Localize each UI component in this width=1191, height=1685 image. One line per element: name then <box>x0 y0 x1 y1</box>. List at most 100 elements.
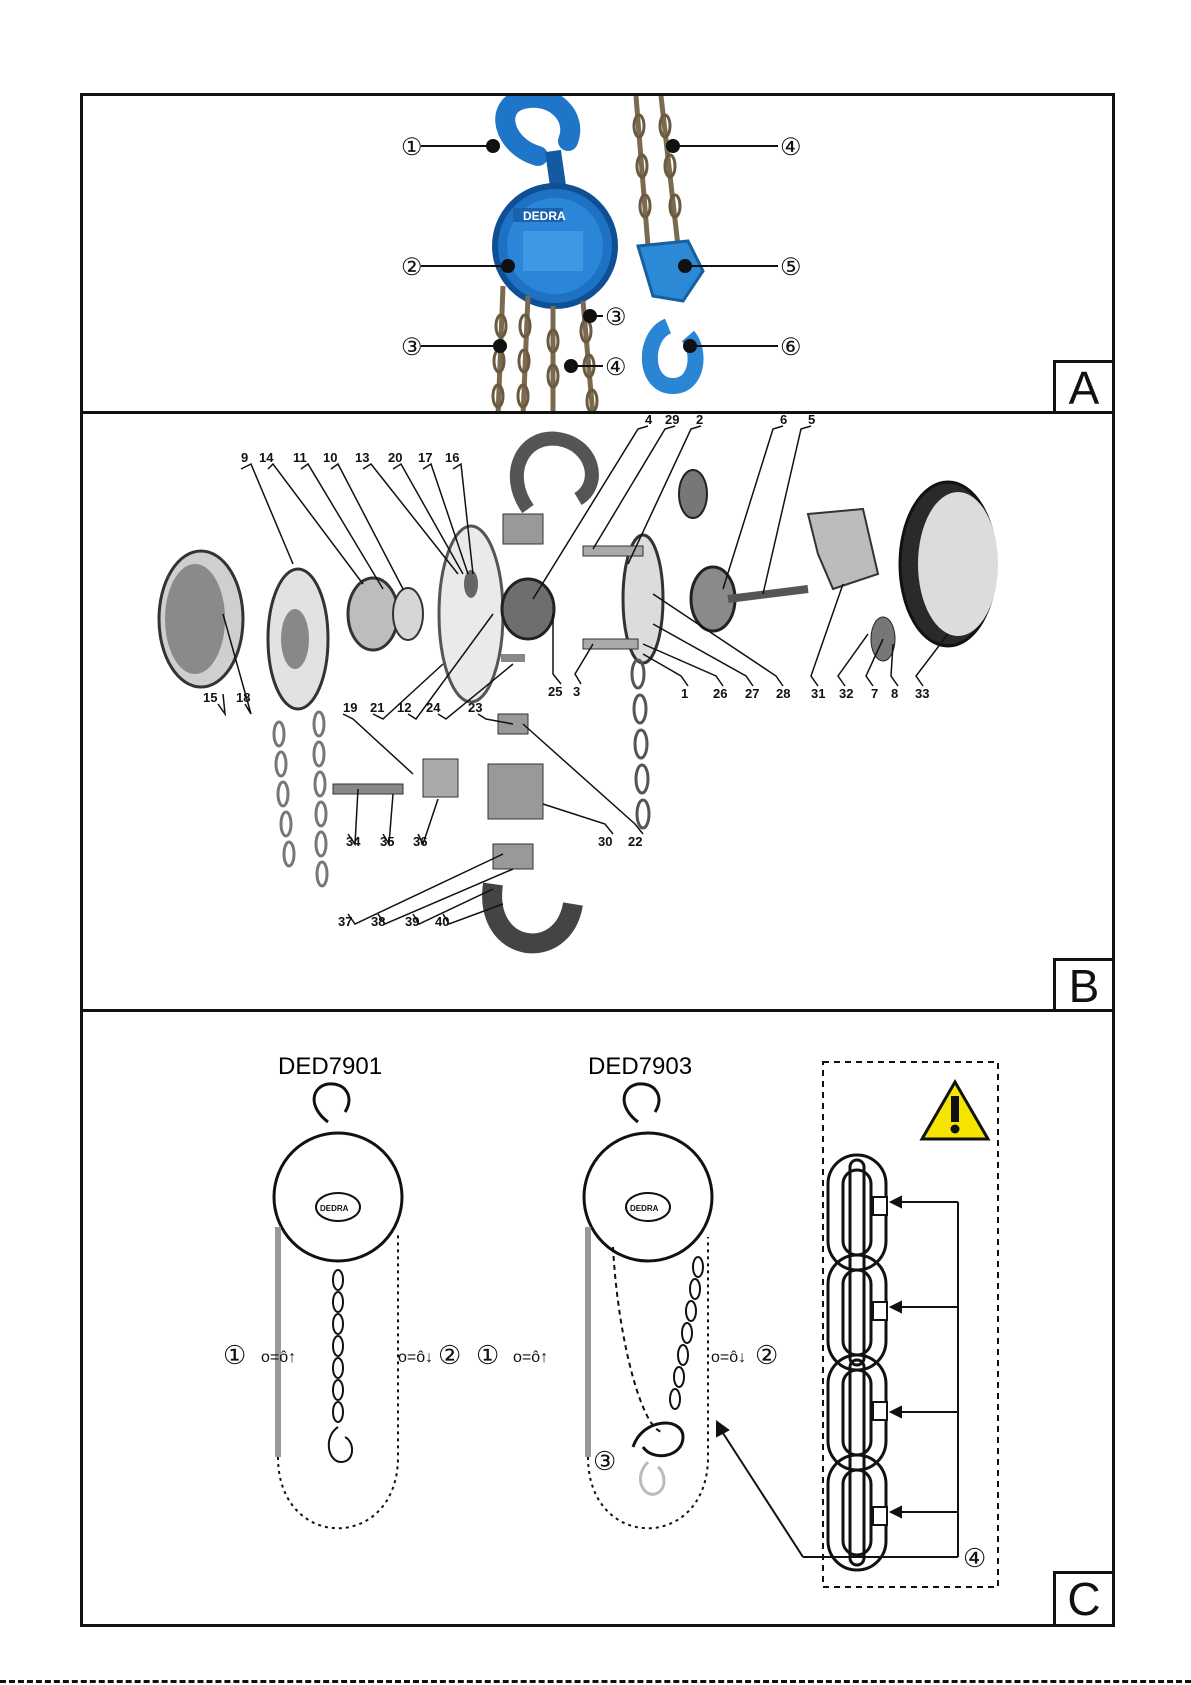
part-30 <box>488 764 543 819</box>
part-label-25: 25 <box>548 684 562 699</box>
part-label-18: 18 <box>236 690 250 705</box>
exploded-top-hook <box>517 439 592 509</box>
callout-c2-right: ② <box>755 1340 778 1370</box>
part-label-10: 10 <box>323 450 337 465</box>
panel-label-a: A <box>1053 360 1115 416</box>
panel-a: DEDRA <box>80 93 1115 413</box>
part-label-40: 40 <box>435 914 449 929</box>
part-label-11: 11 <box>293 450 307 465</box>
svg-text:o=ô↓: o=ô↓ <box>398 1349 433 1366</box>
part-label-14: 14 <box>259 450 274 465</box>
callout-c4: ④ <box>963 1543 986 1573</box>
load-hook-right <box>640 1462 664 1494</box>
panel-label-b: B <box>1053 958 1115 1014</box>
detail-arrows <box>717 1197 958 1557</box>
part-label-20: 20 <box>388 450 402 465</box>
hoist-photo: DEDRA <box>83 96 1112 413</box>
load-chain-left <box>333 1270 343 1422</box>
panel-b: 9 14 11 10 13 20 17 16 4 29 2 6 5 15 18 … <box>80 411 1115 1011</box>
hand-chain-loop-right <box>588 1237 708 1528</box>
pull-icons-left: o=ô↑ o=ô↓ <box>261 1349 433 1366</box>
chain-return-right <box>613 1247 663 1432</box>
callout-4-upper: ④ <box>780 134 802 161</box>
bottom-hook-shape <box>650 326 696 386</box>
part-label-28: 28 <box>776 686 790 701</box>
part-label-32: 32 <box>839 686 853 701</box>
part-label-29: 29 <box>665 414 679 427</box>
bottom-block-right <box>633 1423 683 1456</box>
chain-reeving-diagram: DED7901 DED7903 DEDRA ① ② o=ô↑ o=ô↓ <box>83 1012 1112 1624</box>
gear-29 <box>679 470 707 518</box>
part-label-16: 16 <box>445 450 459 465</box>
part-label-17: 17 <box>418 450 432 465</box>
part-24 <box>501 654 525 662</box>
brand-logo-left: DEDRA <box>320 1204 349 1213</box>
gear-cover-plate <box>808 509 878 589</box>
callout-c2-left: ② <box>438 1340 461 1370</box>
callout-6: ⑥ <box>780 334 802 361</box>
bottom-block <box>638 241 703 301</box>
part-label-15: 15 <box>203 690 217 705</box>
part-label-34: 34 <box>346 834 361 849</box>
hand-chain <box>274 712 327 886</box>
brand-logo-right: DEDRA <box>630 1204 659 1213</box>
svg-text:o=ô↑: o=ô↑ <box>261 1349 296 1366</box>
callout-c1-right: ① <box>476 1340 499 1370</box>
hoist-ded7901: DEDRA <box>274 1084 402 1528</box>
part-label-38: 38 <box>371 914 385 929</box>
part-label-39: 39 <box>405 914 419 929</box>
part-label-5: 5 <box>808 414 815 427</box>
callout-3-left: ③ <box>401 334 423 361</box>
callout-3-right: ③ <box>605 304 627 331</box>
part-label-4: 4 <box>645 414 653 427</box>
part-label-3: 3 <box>573 684 580 699</box>
load-sprocket <box>502 579 554 639</box>
svg-text:o=ô↓: o=ô↓ <box>711 1349 746 1366</box>
callout-1: ① <box>401 134 423 161</box>
exploded-view: 9 14 11 10 13 20 17 16 4 29 2 6 5 15 18 … <box>83 414 1112 1011</box>
callout-4-lower: ④ <box>605 354 627 381</box>
part-36 <box>423 759 458 797</box>
top-hook-shape <box>505 98 570 156</box>
part-label-27: 27 <box>745 686 759 701</box>
part-label-6: 6 <box>780 414 787 427</box>
part-label-23: 23 <box>468 700 482 715</box>
part-label-35: 35 <box>380 834 394 849</box>
callout-c1-left: ① <box>223 1340 246 1370</box>
pinion-shaft <box>728 589 808 599</box>
callout-5: ⑤ <box>780 254 802 281</box>
part-label-36: 36 <box>413 834 427 849</box>
panel-c: DED7901 DED7903 DEDRA ① ② o=ô↑ o=ô↓ <box>80 1009 1115 1627</box>
svg-text:o=ô↑: o=ô↑ <box>513 1349 548 1366</box>
callout-c3: ③ <box>593 1446 616 1476</box>
load-hook-left <box>329 1427 352 1462</box>
part-label-12: 12 <box>397 700 411 715</box>
load-chain <box>632 660 649 828</box>
panel-label-c: C <box>1053 1571 1115 1627</box>
part-label-24: 24 <box>426 700 441 715</box>
callout-2: ② <box>401 254 423 281</box>
part-label-8: 8 <box>891 686 898 701</box>
part-label-26: 26 <box>713 686 727 701</box>
part-label-2: 2 <box>696 414 703 427</box>
warning-triangle-icon <box>922 1082 988 1139</box>
part-label-13: 13 <box>355 450 369 465</box>
part-label-31: 31 <box>811 686 825 701</box>
part-label-9: 9 <box>241 450 248 465</box>
part-label-19: 19 <box>343 700 357 715</box>
part-label-37: 37 <box>338 914 352 929</box>
ratchet <box>348 578 398 650</box>
part-label-21: 21 <box>370 700 384 715</box>
exploded-bottom-hook <box>492 884 573 943</box>
part-label-30: 30 <box>598 834 612 849</box>
part-label-7: 7 <box>871 686 878 701</box>
model-title-left: DED7901 <box>278 1053 382 1080</box>
part-label-1: 1 <box>681 686 688 701</box>
part-label-33: 33 <box>915 686 929 701</box>
brand-logo: DEDRA <box>523 209 566 223</box>
page-bottom-rule <box>0 1680 1191 1683</box>
load-chain-right <box>670 1257 703 1409</box>
model-title-right: DED7903 <box>588 1053 692 1080</box>
part-label-22: 22 <box>628 834 642 849</box>
pin-35 <box>333 784 403 794</box>
